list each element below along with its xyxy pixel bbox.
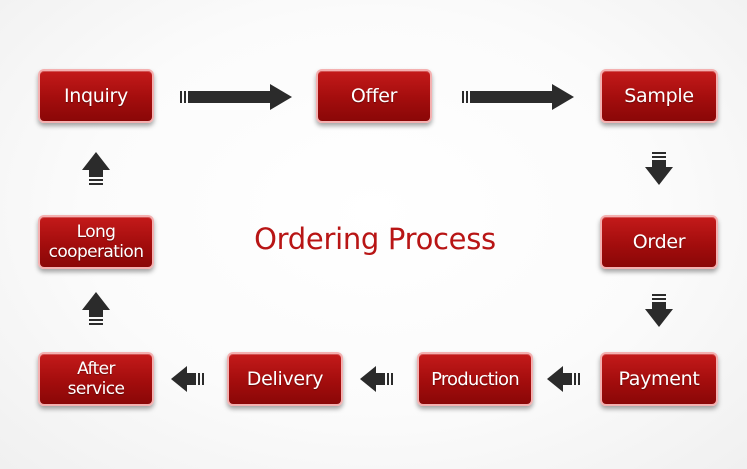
step-production: Production	[417, 352, 533, 406]
step-delivery: Delivery	[227, 352, 343, 406]
step-long-cooperation: Long cooperation	[38, 215, 154, 269]
arrow-up-icon	[82, 152, 110, 185]
step-label: Offer	[350, 85, 398, 107]
step-payment: Payment	[600, 352, 718, 406]
arrow-left-icon	[547, 366, 580, 392]
arrow-down-icon	[645, 294, 673, 327]
arrow-right-icon	[462, 84, 574, 110]
step-label-line2: service	[67, 379, 125, 399]
step-label-line2: cooperation	[48, 242, 144, 262]
step-label: Inquiry	[64, 85, 128, 107]
step-order: Order	[600, 215, 718, 269]
arrow-left-icon	[171, 366, 204, 392]
step-label-line1: After	[77, 359, 115, 379]
arrow-right-icon	[180, 84, 292, 110]
step-label: Delivery	[246, 368, 324, 390]
step-label-line1: Long	[76, 222, 116, 242]
step-label: Order	[632, 231, 686, 253]
arrow-left-icon	[360, 366, 393, 392]
step-label: Sample	[624, 85, 694, 107]
diagram-title: Ordering Process	[254, 222, 496, 256]
arrow-up-icon	[82, 292, 110, 325]
step-label: Production	[431, 368, 520, 390]
step-sample: Sample	[600, 69, 718, 123]
arrow-down-icon	[645, 152, 673, 185]
step-label: Payment	[618, 368, 700, 390]
step-inquiry: Inquiry	[38, 69, 154, 123]
step-offer: Offer	[316, 69, 432, 123]
step-after-service: After service	[38, 352, 154, 406]
